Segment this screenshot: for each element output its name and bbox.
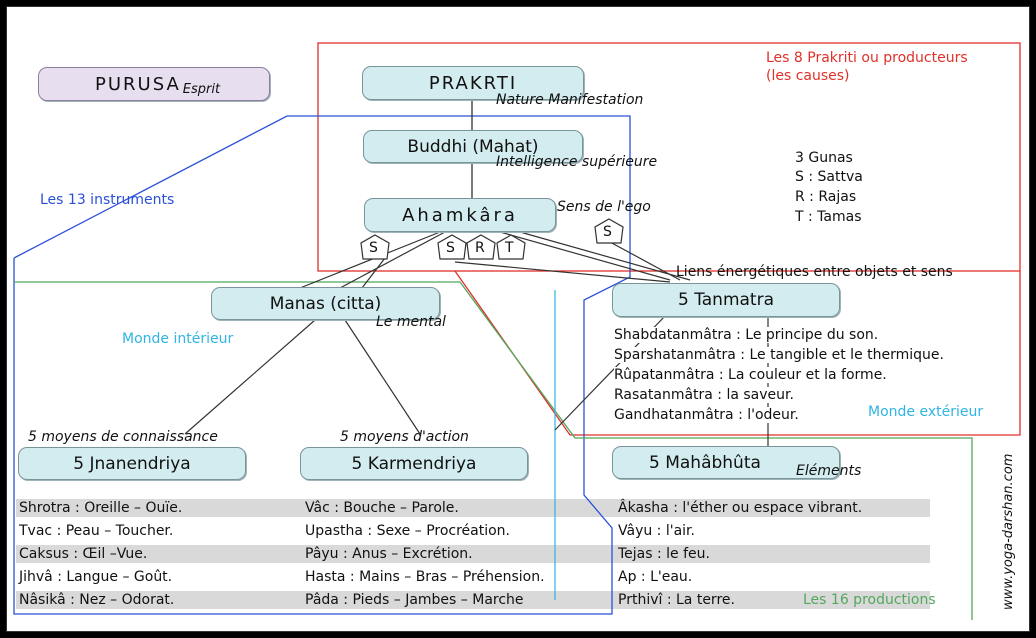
mahabhuta-title: 5 Mahâbhûta — [649, 452, 761, 473]
jnanendriya-box: 5 Jnanendriya — [18, 447, 246, 480]
guna-rajas: R : Rajas — [795, 189, 857, 205]
buddhi-title: Buddhi (Mahat) — [407, 136, 539, 157]
table-row — [16, 591, 930, 609]
prakriti-region — [317, 42, 1021, 272]
ahamkara-box: Ahamkâra — [364, 198, 556, 232]
instruments-region — [13, 115, 631, 615]
inner-world-region — [14, 281, 973, 620]
list-item: Caksus : Œil –Vue. — [19, 546, 148, 562]
list-item: Shrotra : Oreille – Ouïe. — [19, 500, 183, 516]
guna-badge-label: S — [603, 224, 612, 240]
instruments-label: Les 13 instruments — [40, 192, 175, 208]
prakrti-box: PRAKRTI — [362, 66, 584, 100]
tanmatra-item: Rasatanmâtra : la saveur. — [614, 387, 794, 403]
guna-badge-r — [466, 234, 496, 260]
tanmatra-box: 5 Tanmatra — [612, 283, 840, 317]
action-label: 5 moyens d'action — [340, 429, 469, 445]
guna-badge-label: S — [446, 240, 455, 256]
manas-subtitle: Le mental — [376, 314, 446, 330]
gunas-title: 3 Gunas — [795, 150, 853, 166]
list-item: Tvac : Peau – Toucher. — [19, 523, 174, 539]
guna-badge-label: R — [475, 240, 485, 256]
table-row — [16, 545, 930, 563]
list-item: Ap : L'eau. — [618, 569, 693, 585]
prakrti-title: PRAKRTI — [428, 72, 518, 94]
tanmatra-item: Shabdatanmâtra : Le principe du son. — [614, 327, 879, 343]
prakrti-subtitle: Nature Manifestation — [496, 92, 644, 108]
diagram-frame — [6, 6, 1030, 632]
guna-badge-label: S — [369, 240, 378, 256]
mahabhuta-box: 5 Mahâbhûta — [612, 446, 840, 479]
jnanendriya-title: 5 Jnanendriya — [73, 453, 191, 474]
manas-title: Manas (citta) — [269, 293, 382, 314]
tanmatra-item: Sparshatanmâtra : Le tangible et le ther… — [614, 347, 944, 363]
prakriti-label-causes: (les causes) — [766, 68, 850, 84]
list-item: Vâyu : l'air. — [618, 523, 695, 539]
table-row — [16, 499, 930, 517]
guna-sattva: S : Sattva — [795, 169, 863, 185]
buddhi-box: Buddhi (Mahat) — [363, 130, 583, 163]
list-item: Vâc : Bouche – Parole. — [305, 500, 459, 516]
list-item: Pâda : Pieds – Jambes – Marche — [305, 592, 524, 608]
purusa-subtitle: Esprit — [182, 81, 221, 97]
list-item: Jihvâ : Langue – Goût. — [19, 569, 173, 585]
list-item: Âkasha : l'éther ou espace vibrant. — [618, 500, 863, 516]
guna-badge-s-3 — [594, 218, 624, 244]
purusa-box: PURUSA Esprit — [38, 67, 270, 101]
tanmatra-item: Gandhatanmâtra : l'odeur. — [614, 407, 799, 423]
prakriti-label: Les 8 Prakriti ou producteurs — [766, 50, 968, 66]
guna-tamas: T : Tamas — [795, 209, 862, 225]
connaissance-label: 5 moyens de connaissance — [28, 429, 218, 445]
karmendriya-title: 5 Karmendriya — [351, 453, 477, 474]
guna-badge-s-2 — [437, 234, 467, 260]
karmendriya-box: 5 Karmendriya — [300, 447, 528, 480]
list-item: Pâyu : Anus – Excrétion. — [305, 546, 473, 562]
ahamkara-title: Ahamkâra — [402, 204, 518, 226]
list-item: Prthivî : La terre. — [618, 592, 735, 608]
monde-exterieur-label: Monde extérieur — [868, 404, 984, 420]
guna-badge-s-1 — [360, 234, 390, 260]
tanmatra-item: Rûpatanmâtra : La couleur et la forme. — [614, 367, 887, 383]
liens-label: Liens énergétiques entre objets et sens — [676, 264, 953, 280]
purusa-title: PURUSA — [95, 73, 181, 95]
watermark-text: www.yoga-darshan.com — [1001, 453, 1016, 610]
buddhi-subtitle: Intelligence supérieure — [496, 154, 658, 170]
list-item: Upastha : Sexe – Procréation. — [305, 523, 511, 539]
mahabhuta-subtitle: Eléments — [796, 463, 862, 479]
productions-label: Les 16 productions — [803, 592, 936, 608]
monde-interieur-label: Monde intérieur — [122, 331, 234, 347]
ahamkara-subtitle: Sens de l'ego — [557, 199, 651, 215]
list-item: Nâsikâ : Nez – Odorat. — [19, 592, 175, 608]
guna-badge-label: T — [505, 240, 514, 256]
guna-badge-t — [496, 234, 526, 260]
list-item: Hasta : Mains – Bras – Préhension. — [305, 569, 545, 585]
manas-box: Manas (citta) — [211, 287, 440, 320]
list-item: Tejas : le feu. — [618, 546, 710, 562]
tanmatra-title: 5 Tanmatra — [677, 290, 775, 310]
